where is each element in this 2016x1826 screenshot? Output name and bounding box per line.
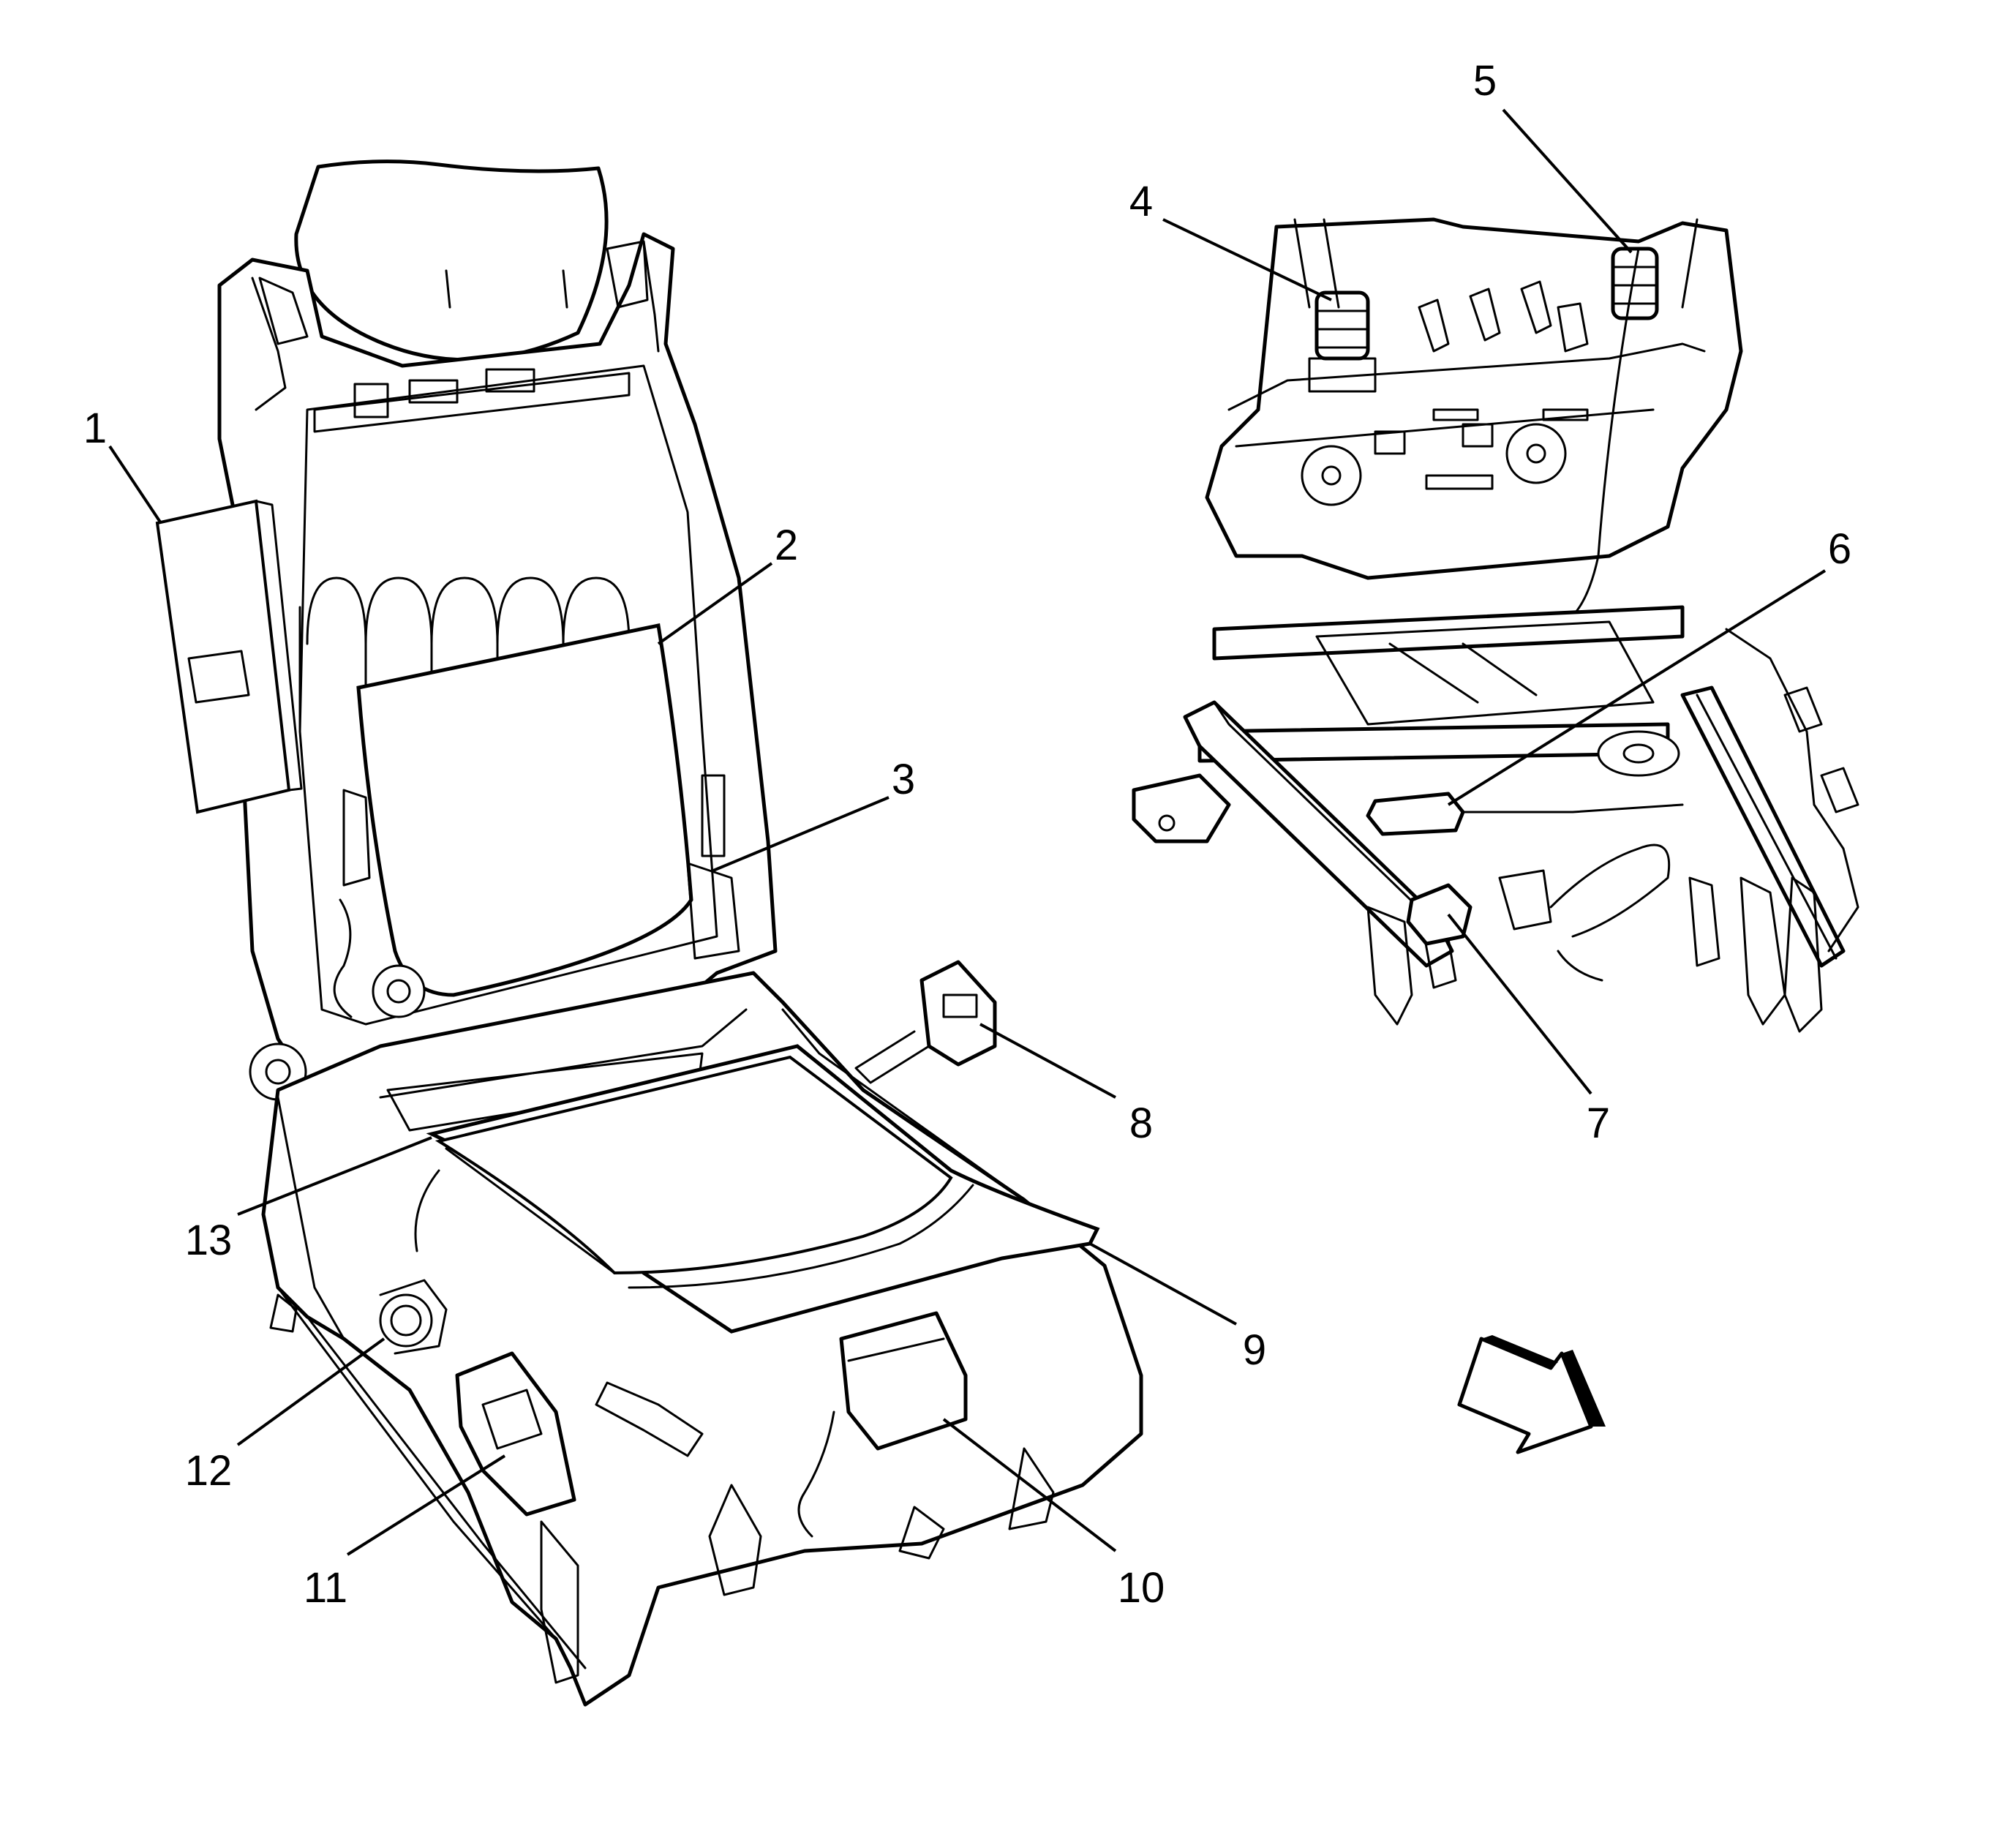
callout-13: 13: [185, 1217, 233, 1264]
callout-8: 8: [1129, 1100, 1153, 1147]
leader-5: [1502, 108, 1633, 254]
callout-6: 6: [1828, 525, 1851, 573]
leader-1: [108, 445, 162, 525]
leader-10: [942, 1418, 1117, 1552]
leader-11: [346, 1454, 506, 1556]
seat-track-harness-connector: [1406, 883, 1472, 946]
callout-numbers: 1 2 3 4 5 6 7 8 9 10 11 12 13: [83, 57, 1851, 1612]
leader-3: [712, 796, 889, 872]
callout-1: 1: [83, 405, 107, 452]
leader-6: [1447, 569, 1827, 806]
seat-module: [839, 1311, 968, 1451]
leader-8: [979, 1023, 1116, 1099]
callout-12: 12: [185, 1447, 233, 1495]
seat-track-bracket-left: [1132, 773, 1231, 844]
seat-assembly-right: [1132, 217, 1859, 1033]
seat-back-spring: [298, 576, 631, 733]
seat-occupant-sensor-pad: [435, 1055, 953, 1275]
leader-7: [1447, 913, 1592, 1095]
seat-position-sensor: [1366, 792, 1465, 836]
lumbar-switch: [379, 1279, 448, 1355]
leader-13: [237, 1136, 432, 1216]
seat-adjuster-switch: [455, 1351, 576, 1517]
leader-4: [1162, 218, 1332, 301]
seat-back-sensor-pad: [356, 623, 693, 997]
headrest: [294, 159, 609, 362]
seat-back-rear-panel: [1205, 217, 1743, 580]
callout-4: 4: [1129, 178, 1153, 225]
leader-lines: [108, 108, 1827, 1556]
callout-10: 10: [1118, 1564, 1165, 1612]
seat-back-motor: [1611, 247, 1659, 320]
leader-9: [1089, 1242, 1237, 1326]
seat-belt-buckle: [919, 960, 997, 1067]
seat-back-lumbar-motor: [1308, 290, 1377, 393]
callout-11: 11: [304, 1564, 347, 1612]
leader-12: [236, 1337, 385, 1446]
callout-3: 3: [892, 756, 915, 803]
callout-7: 7: [1587, 1100, 1610, 1147]
seat-track-right: [1680, 685, 1846, 968]
callout-9: 9: [1243, 1326, 1266, 1374]
callout-5: 5: [1473, 57, 1497, 105]
callout-2: 2: [775, 522, 798, 569]
front-view-arrow-icon: [1457, 1335, 1606, 1454]
leader-2: [657, 562, 773, 645]
seat-assembly-left: [155, 159, 1143, 1707]
